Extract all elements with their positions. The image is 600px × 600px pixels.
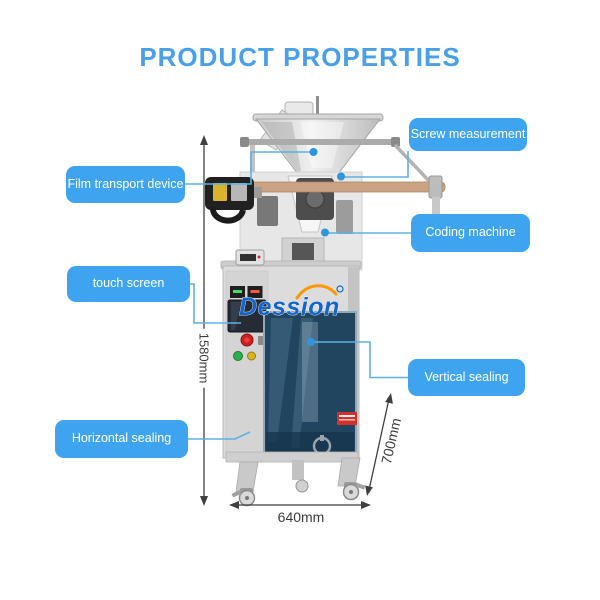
brand-logo: Dession bbox=[239, 284, 344, 321]
connector-screw-measurement bbox=[342, 151, 409, 178]
machine-illustration: Dession bbox=[205, 96, 446, 507]
mode-button bbox=[247, 351, 256, 361]
connector-dot bbox=[321, 228, 329, 237]
label-touch-screen: touch screen bbox=[67, 266, 190, 302]
support-rod bbox=[240, 137, 432, 187]
connector-touch-screen bbox=[190, 283, 241, 324]
connector-horizontal-sealing bbox=[188, 431, 251, 440]
connector-dot bbox=[307, 338, 315, 346]
label-vertical-sealing: Vertical sealing bbox=[408, 359, 525, 396]
hopper bbox=[252, 113, 384, 175]
width-dimension-line bbox=[229, 501, 371, 509]
start-button bbox=[233, 351, 243, 361]
logo-swoosh bbox=[295, 284, 338, 300]
arrow-left-icon bbox=[229, 501, 239, 509]
connector-dot bbox=[309, 148, 318, 156]
arrow-down-left-icon bbox=[365, 485, 373, 496]
control-panel bbox=[227, 286, 267, 361]
label-film-transport-device: Film transport device bbox=[66, 166, 185, 203]
arrow-down-icon bbox=[200, 496, 208, 506]
depth-dimension-line bbox=[365, 393, 393, 496]
arrow-up-right-icon bbox=[385, 393, 393, 404]
connector-vertical-sealing bbox=[312, 341, 408, 379]
label-coding-machine: Coding machine bbox=[411, 214, 530, 252]
callout-connectors bbox=[185, 148, 411, 440]
dimension-width-text: 640mm bbox=[277, 509, 325, 525]
arrow-up-icon bbox=[200, 135, 208, 145]
film-roll bbox=[205, 177, 262, 224]
warning-sticker bbox=[337, 412, 357, 425]
label-screw-measurement: Screw measurement bbox=[409, 118, 527, 151]
output-bar bbox=[246, 175, 446, 215]
base-casters bbox=[225, 451, 366, 507]
viewing-window bbox=[263, 311, 357, 456]
connector-film-transport bbox=[185, 151, 313, 185]
dimension-height-text: 1580mm bbox=[195, 328, 213, 388]
brand-logo-text: Dession bbox=[239, 293, 340, 321]
connector-dot bbox=[337, 172, 345, 181]
page-title: PRODUCT PROPERTIES bbox=[139, 42, 461, 72]
arrow-right-icon bbox=[361, 501, 371, 509]
label-horizontal-sealing: Horizontal sealing bbox=[55, 420, 188, 458]
